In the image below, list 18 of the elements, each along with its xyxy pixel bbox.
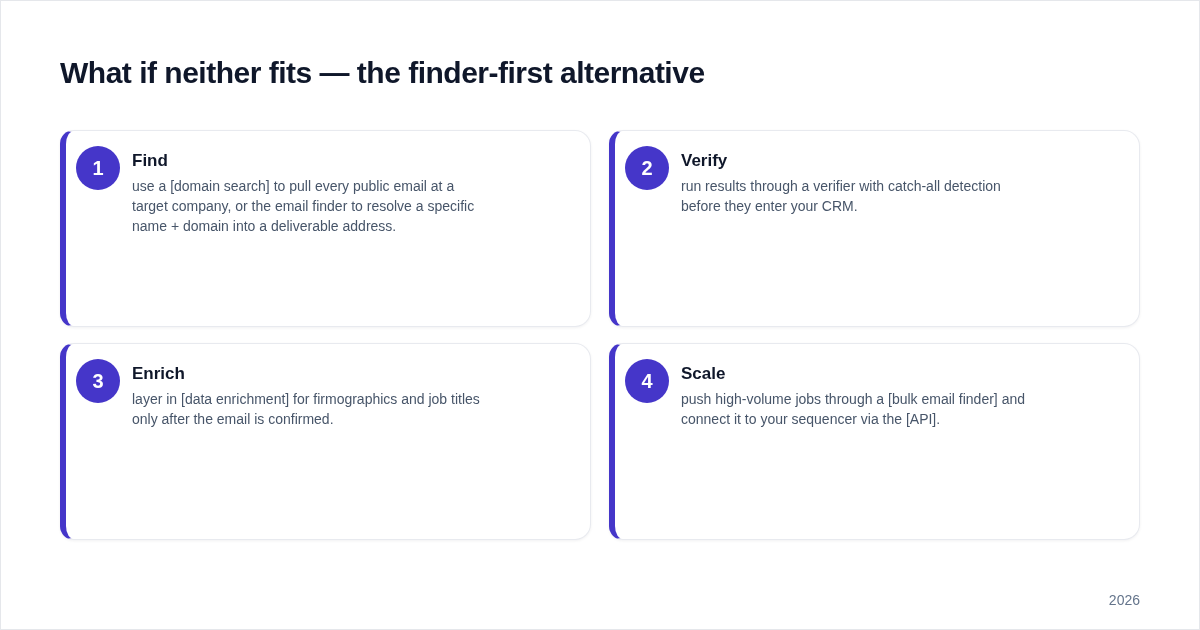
step-number: 1: [76, 146, 120, 190]
step-number: 3: [76, 359, 120, 403]
step-heading: Find: [132, 151, 168, 171]
step-description: use a [domain search] to pull every public email at a target company, or the email finder to resolve a specific name + domain into a deliverable address.: [132, 177, 476, 236]
step-card: [60, 343, 591, 540]
page-title: What if neither fits — the finder-first alternative: [60, 56, 705, 90]
step-card: [60, 130, 591, 327]
step-number: 4: [625, 359, 669, 403]
step-heading: Enrich: [132, 364, 185, 384]
step-card: [609, 130, 1140, 327]
year-label: 2026: [1108, 592, 1140, 608]
step-heading: Scale: [681, 364, 726, 384]
step-description: layer in [data enrichment] for firmographics and job titles only after the email is confirmed.: [132, 390, 481, 429]
step-heading: Verify: [681, 151, 728, 171]
step-description: push high-volume jobs through a [bulk email finder] and connect it to your sequencer via the [API].: [681, 390, 1026, 429]
step-number: 2: [625, 146, 669, 190]
step-card: [609, 343, 1140, 540]
step-description: run results through a verifier with catch-all detection before they enter your CRM.: [681, 177, 1002, 216]
